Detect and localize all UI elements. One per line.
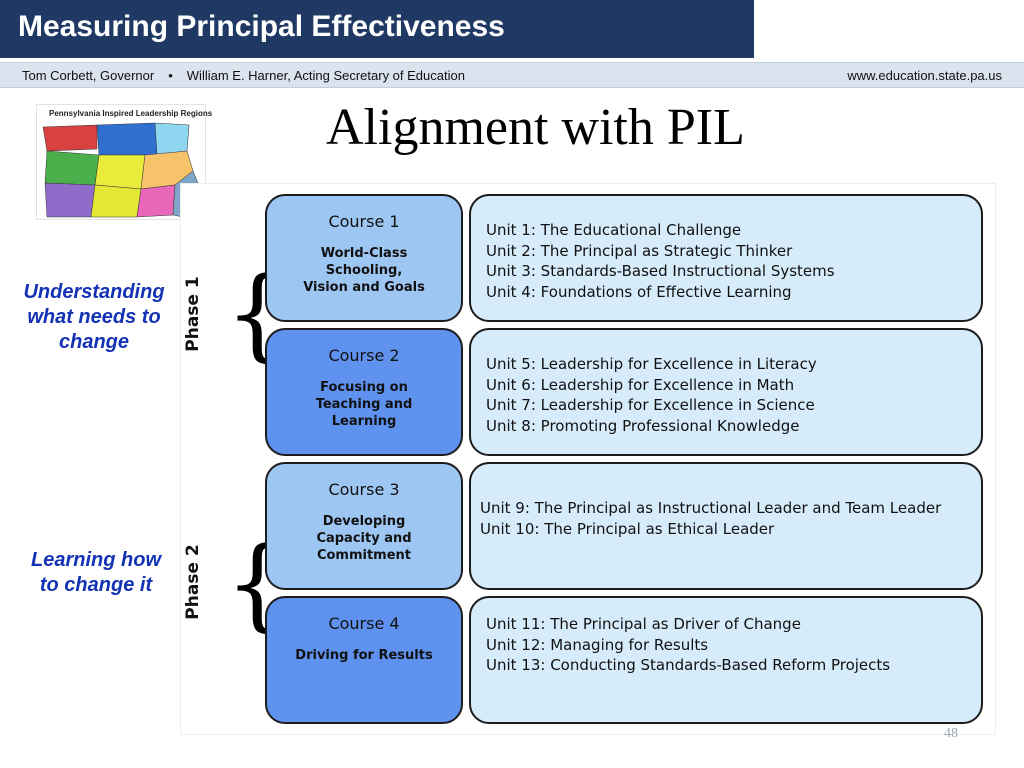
course-title: Course 2 bbox=[328, 346, 400, 365]
unit-item: Unit 10: The Principal as Ethical Leader bbox=[480, 519, 775, 538]
course-1-box: Course 1 World-Class Schooling, Vision a… bbox=[265, 194, 463, 322]
page-number: 48 bbox=[944, 726, 958, 741]
course-subtitle: World-Class Schooling, Vision and Goals bbox=[303, 246, 425, 295]
unit-item: Unit 13: Conducting Standards-Based Refo… bbox=[486, 656, 891, 674]
secretary-text: William E. Harner, Acting Secretary of E… bbox=[186, 68, 465, 83]
title-bar: Measuring Principal Effectiveness bbox=[0, 0, 754, 58]
course-title: Course 1 bbox=[328, 212, 400, 231]
course-title: Course 3 bbox=[328, 480, 400, 499]
unit-item: Unit 5: Leadership for Excellence in Lit… bbox=[486, 355, 817, 373]
unit-item: Unit 11: The Principal as Driver of Chan… bbox=[486, 615, 801, 633]
side-note-line: to change it bbox=[39, 574, 153, 596]
pa-regions-map: Pennsylvania Inspired Leadership Regions bbox=[36, 104, 212, 220]
unit-item: Unit 9: The Principal as Instructional L… bbox=[480, 499, 942, 517]
course-subtitle: Developing Capacity and Commitment bbox=[316, 514, 412, 563]
unit-item: Unit 8: Promoting Professional Knowledge bbox=[486, 416, 800, 435]
subtitle-bar: Tom Corbett, Governor • William E. Harner,… bbox=[0, 62, 1024, 88]
slide-heading: Alignment with PIL bbox=[326, 99, 745, 156]
course-2-units: Unit 5: Leadership for Excellence in Lit… bbox=[469, 328, 983, 456]
course-4-box: Course 4 Driving for Results bbox=[265, 596, 463, 724]
phase1-side-note: Understanding what needs to change bbox=[8, 280, 180, 355]
unit-item: Unit 12: Managing for Results bbox=[486, 635, 709, 654]
map-title: Pennsylvania Inspired Leadership Regions bbox=[49, 109, 213, 118]
pil-course-diagram: Phase 1 { Phase 2 { Course 1 World-Class… bbox=[180, 183, 996, 735]
officials-line: Tom Corbett, Governor • William E. Harner,… bbox=[22, 68, 465, 83]
course-1-units: Unit 1: The Educational Challenge Unit 2… bbox=[469, 194, 983, 322]
course-3-box: Course 3 Developing Capacity and Commitm… bbox=[265, 462, 463, 590]
unit-list: Unit 11: The Principal as Driver of Chan… bbox=[486, 614, 973, 676]
unit-list: Unit 9: The Principal as Instructional L… bbox=[480, 498, 973, 539]
side-note-line: change bbox=[58, 331, 130, 353]
unit-item: Unit 2: The Principal as Strategic Think… bbox=[486, 241, 793, 260]
course-3-units: Unit 9: The Principal as Instructional L… bbox=[469, 462, 983, 590]
course-subtitle: Focusing on Teaching and Learning bbox=[315, 380, 413, 429]
side-note-line: what needs to bbox=[27, 306, 161, 328]
unit-item: Unit 4: Foundations of Effective Learnin… bbox=[486, 282, 792, 301]
course-title: Course 4 bbox=[328, 614, 400, 633]
bullet-separator: • bbox=[168, 68, 173, 83]
phase2-label: Phase 2 bbox=[183, 544, 203, 620]
course-subtitle: Driving for Results bbox=[295, 648, 433, 663]
phase1-label: Phase 1 bbox=[183, 276, 203, 352]
unit-list: Unit 5: Leadership for Excellence in Lit… bbox=[486, 354, 973, 436]
course-4-units: Unit 11: The Principal as Driver of Chan… bbox=[469, 596, 983, 724]
unit-list: Unit 1: The Educational Challenge Unit 2… bbox=[486, 220, 973, 302]
course-2-box: Course 2 Focusing on Teaching and Learni… bbox=[265, 328, 463, 456]
unit-item: Unit 7: Leadership for Excellence in Sci… bbox=[486, 396, 815, 414]
side-note-line: Understanding bbox=[23, 281, 165, 303]
phase2-side-note: Learning how to change it bbox=[10, 548, 182, 598]
unit-item: Unit 6: Leadership for Excellence in Mat… bbox=[486, 375, 795, 394]
presentation-title: Measuring Principal Effectiveness bbox=[18, 10, 505, 43]
website-link[interactable]: www.education.state.pa.us bbox=[847, 68, 1002, 83]
side-note-line: Learning how bbox=[31, 549, 161, 571]
unit-item: Unit 1: The Educational Challenge bbox=[486, 221, 742, 239]
governor-text: Tom Corbett, Governor bbox=[22, 68, 155, 83]
unit-item: Unit 3: Standards-Based Instructional Sy… bbox=[486, 262, 835, 280]
